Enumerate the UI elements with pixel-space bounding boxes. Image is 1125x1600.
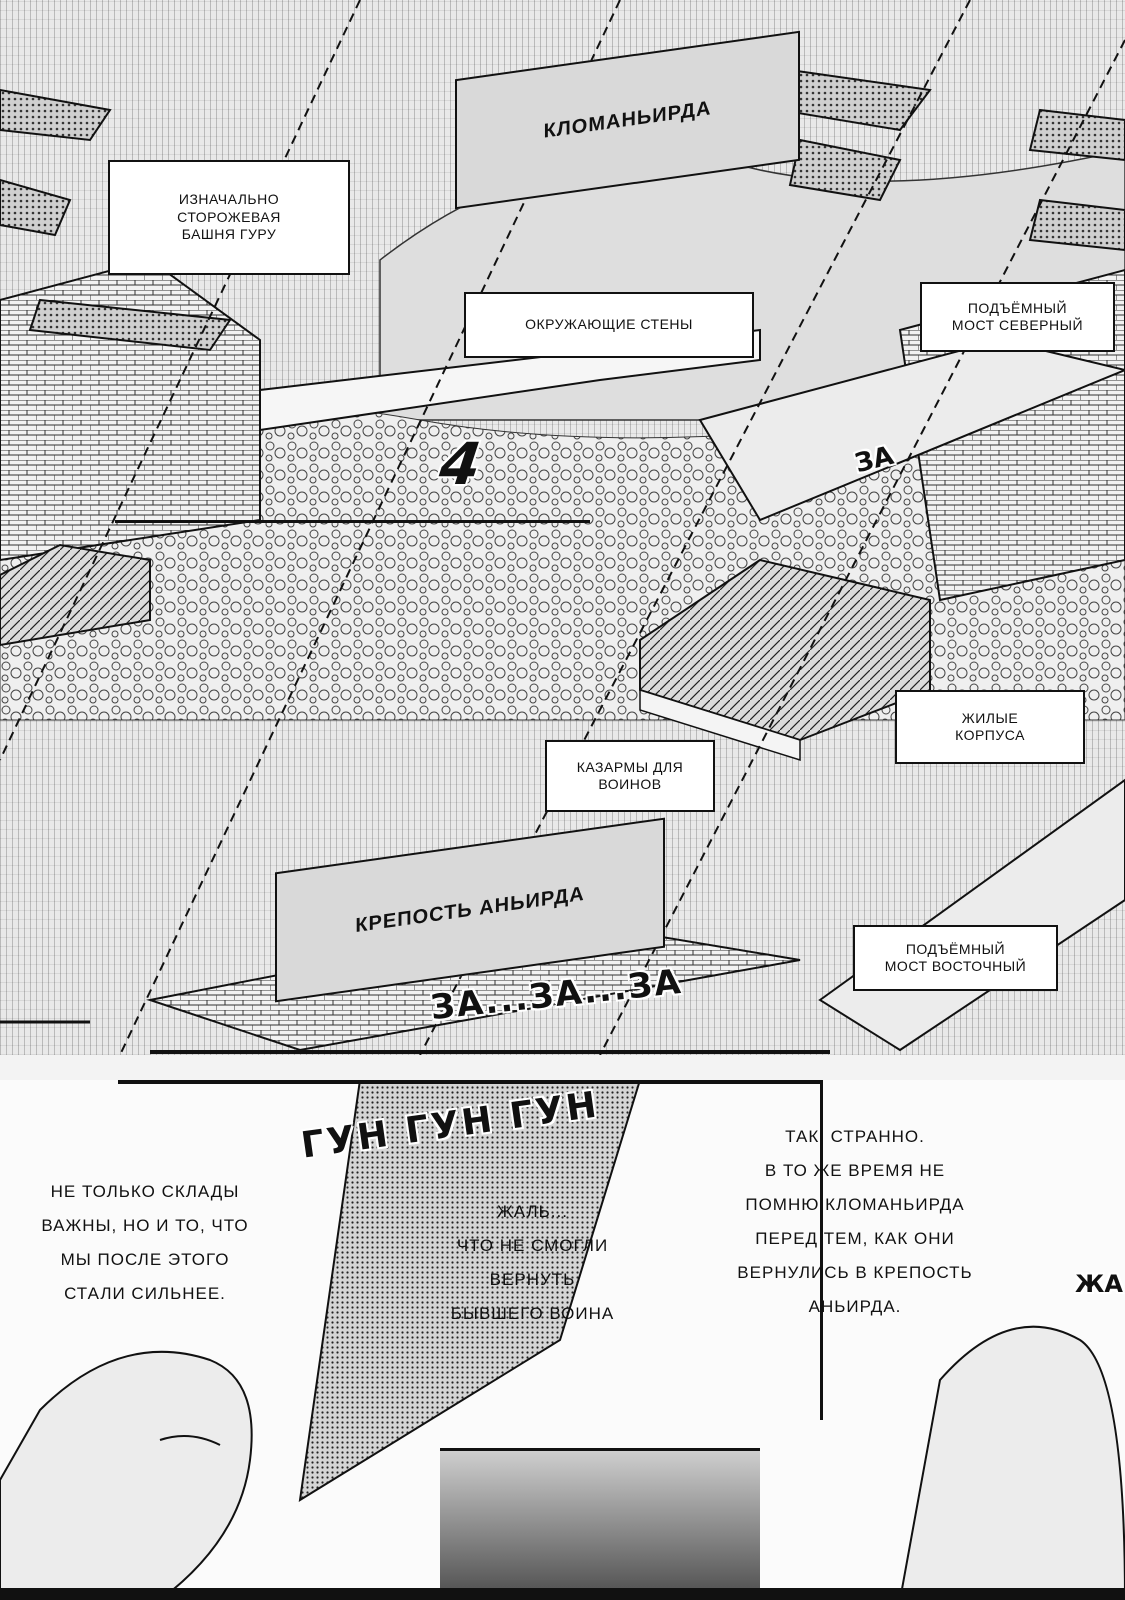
- sfx-zha: ЖА: [1075, 1270, 1123, 1298]
- caption-watchtower: ИЗНАЧАЛЬНО СТОРОЖЕВАЯ БАШНЯ ГУРУ: [108, 160, 350, 275]
- narration-center: ЖАЛЬ... ЧТО НЕ СМОГЛИ ВЕРНУТЬ БЫВШЕГО ВО…: [450, 1202, 615, 1323]
- title-plate-kloman-text: КЛОМАНЬИРДА: [543, 96, 712, 143]
- bottom-panel-art: [0, 1080, 1125, 1600]
- caption-north-bridge: ПОДЪЁМНЫЙ МОСТ СЕВЕРНЫЙ: [920, 282, 1115, 352]
- caption-barracks: КАЗАРМЫ ДЛЯ ВОИНОВ: [545, 740, 715, 812]
- title-plate-fortress-text: КРЕПОСТЬ АНЬИРДА: [355, 882, 585, 937]
- narration-right: ТАК, СТРАННО. В ТО ЖЕ ВРЕМЯ НЕ ПОМНЮ КЛО…: [737, 1127, 973, 1316]
- caption-walls: ОКРУЖАЮЩИЕ СТЕНЫ: [464, 292, 754, 358]
- caption-living-quarters: ЖИЛЫЕ КОРПУСА: [895, 690, 1085, 764]
- bottom-panel: [0, 1080, 1125, 1600]
- caption-east-bridge: ПОДЪЁМНЫЙ МОСТ ВОСТОЧНЫЙ: [853, 925, 1058, 991]
- narration-left: НЕ ТОЛЬКО СКЛАДЫ ВАЖНЫ, НО И ТО, ЧТО МЫ …: [41, 1182, 249, 1303]
